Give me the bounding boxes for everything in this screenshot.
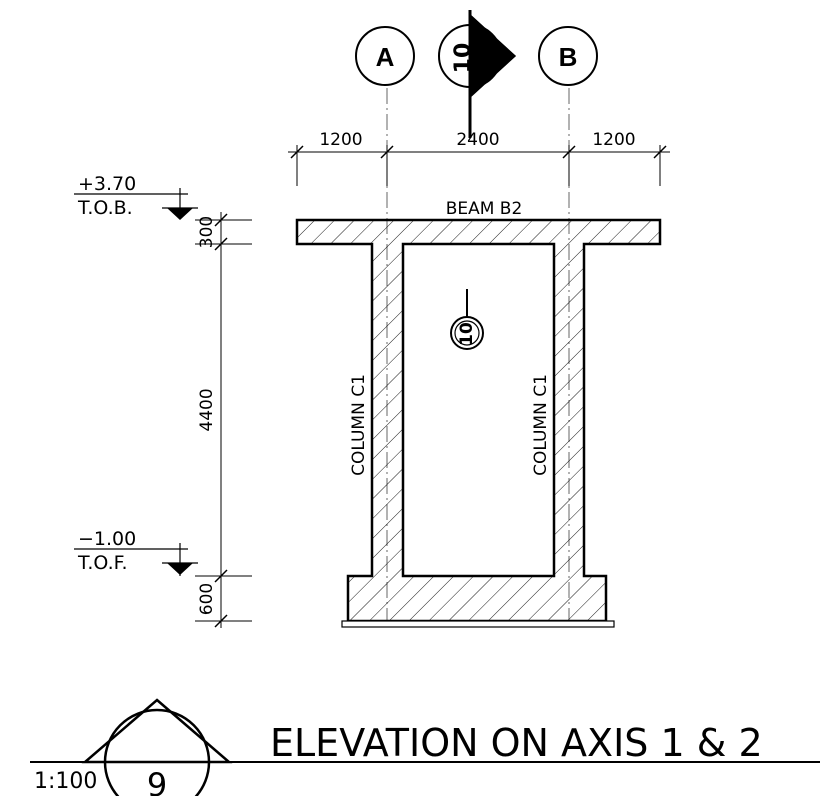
title-bubble — [103, 708, 211, 796]
dimension-beam-depth: 300 — [197, 216, 217, 248]
level-marker-bottom: −1.00 T.O.F. — [74, 528, 198, 576]
title-block: 9 1:100 ELEVATION ON AXIS 1 & 2 — [30, 698, 820, 796]
beam-label: BEAM B2 — [446, 199, 523, 219]
section-marker-center: 10 — [450, 289, 484, 350]
dimension-center-bay: 2400 — [456, 130, 499, 150]
level-bottom-value: −1.00 — [78, 528, 136, 550]
dimension-footing-depth: 600 — [197, 583, 217, 615]
section-center-label: 10 — [457, 322, 477, 346]
level-bottom-name: T.O.F. — [77, 552, 128, 574]
grid-bubble-b: B — [538, 26, 598, 86]
drawing-title: ELEVATION ON AXIS 1 & 2 — [270, 721, 763, 765]
vertical-dimension-chain — [195, 212, 252, 628]
grid-bubble-a: A — [355, 26, 415, 86]
level-marker-top: +3.70 T.O.B. — [74, 173, 198, 220]
drawing-scale: 1:100 — [34, 769, 97, 794]
section-marker-label: 10 — [451, 43, 476, 74]
level-top-value: +3.70 — [78, 173, 136, 195]
level-top-name: T.O.B. — [77, 197, 133, 219]
blinding-layer — [341, 620, 615, 628]
column-left-label: COLUMN C1 — [349, 374, 369, 476]
dimension-right-bay: 1200 — [592, 130, 635, 150]
dimension-left-bay: 1200 — [319, 130, 362, 150]
grid-label-b: B — [559, 42, 578, 72]
column-right-label: COLUMN C1 — [531, 374, 551, 476]
drawing-number: 9 — [147, 766, 167, 796]
grid-label-a: A — [376, 42, 395, 72]
section-cut-marker: 10 — [438, 10, 516, 138]
dimension-column-height: 4400 — [197, 388, 217, 431]
horizontal-dimension-chain — [288, 145, 670, 186]
